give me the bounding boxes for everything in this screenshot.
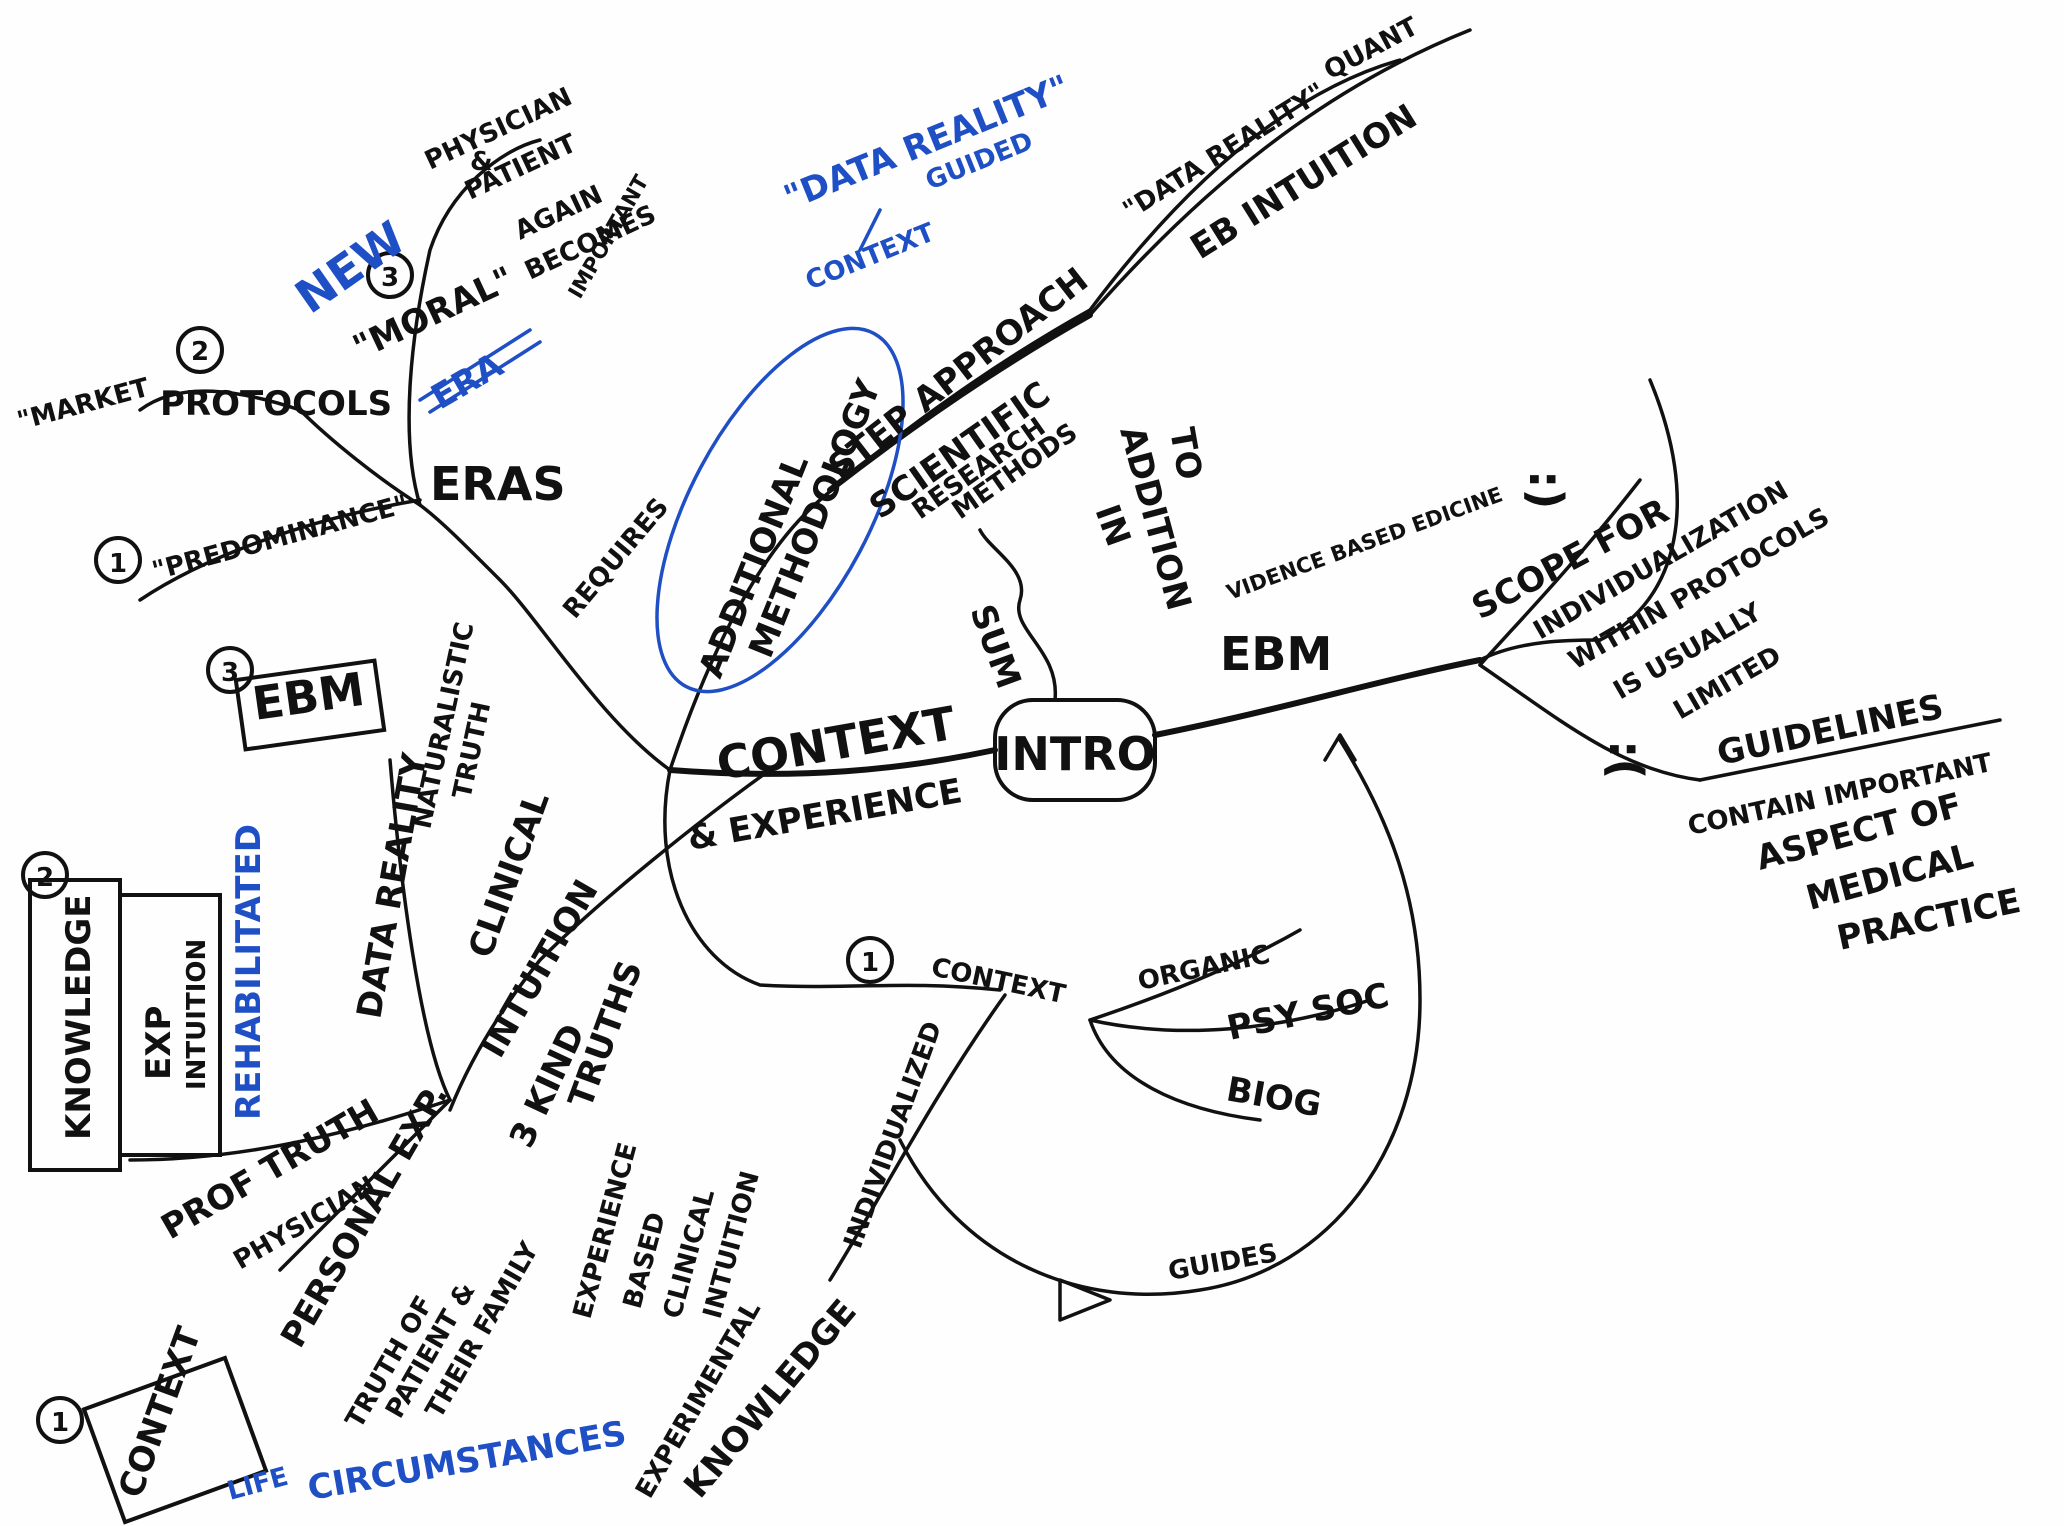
sad-face-icon: :( — [1599, 740, 1653, 779]
new-label: NEW — [285, 211, 415, 324]
eras-label: ERAS — [430, 457, 566, 511]
era-one-circle — [94, 536, 142, 584]
predominance-label: "PREDOMINANCE" — [149, 490, 411, 587]
moral-line — [407, 138, 542, 507]
intuition-label: INTUITION — [182, 939, 212, 1090]
ebm-box-number: 3 — [221, 658, 239, 688]
exp-intuition-box — [118, 893, 222, 1157]
guides-curve-line — [898, 738, 1422, 1297]
ebm-box-label: EBM — [249, 662, 368, 731]
guides-label: GUIDES — [1166, 1238, 1280, 1287]
context-left-line — [448, 768, 772, 1112]
ebm-box-number-circle — [206, 646, 254, 694]
individualized-line — [828, 993, 1007, 1282]
organic-line — [1088, 928, 1302, 1022]
guides-arrow-head-icon — [1323, 733, 1357, 762]
psy-soc-label: PSY SOC — [1224, 976, 1393, 1049]
in-addition-line-1: IN — [1087, 499, 1139, 551]
step-branch-thick — [827, 312, 1093, 493]
prof-truth-line — [128, 1098, 452, 1162]
psy-soc-line — [1088, 998, 1372, 1033]
guidelines-label: GUIDELINES — [1714, 687, 1947, 774]
exp-label: EXP — [139, 1006, 179, 1080]
biog-line — [1088, 1018, 1262, 1122]
ebm-box — [233, 658, 387, 752]
knowledge-box-number-circle — [21, 851, 69, 899]
context-box-number-circle — [36, 1396, 84, 1444]
context-sub-line — [663, 768, 1002, 992]
ebm-branch-line — [1152, 657, 1483, 738]
context-sub-number-circle — [846, 936, 894, 984]
predominance-underline — [138, 498, 422, 602]
context-branch-line — [667, 747, 998, 777]
era-three-number: 3 — [381, 263, 399, 293]
life-label: LIFE — [224, 1462, 291, 1507]
circumstances-label: CIRCUMSTANCES — [305, 1413, 630, 1508]
protocols-label: PROTOCOLS — [160, 384, 392, 424]
intro-node-label: INTRO — [994, 727, 1156, 781]
era-two-number: 2 — [191, 337, 209, 367]
eb-intuition-label: EB INTUITION — [1184, 97, 1425, 268]
happy-face-icon: :) — [1519, 470, 1573, 509]
guidelines-line — [1478, 663, 1702, 782]
data-reality-line — [1088, 58, 1402, 312]
personal-exp-line — [278, 1098, 452, 1272]
guidelines-underline — [1698, 718, 2002, 782]
market-label: "MARKET — [14, 373, 153, 437]
context-sub-number: 1 — [861, 948, 879, 978]
era-three-circle — [366, 251, 414, 299]
era-double-underline — [418, 328, 542, 414]
quant-line — [1088, 28, 1472, 317]
scope-line — [1478, 478, 1642, 667]
ebm-end-line — [1478, 638, 1602, 662]
knowledge-box-label: KNOWLEDGE — [59, 895, 99, 1140]
blue-arrow-line — [858, 208, 882, 252]
additional-methodology-circle — [655, 326, 905, 694]
ebm-label: EBM — [1220, 627, 1332, 681]
organic-label: ORGANIC — [1135, 940, 1272, 997]
physician-line-2: & — [470, 147, 493, 177]
scope-right-line — [1598, 378, 1679, 642]
context-box — [81, 1355, 269, 1525]
rehabilitated-label: REHABILITATED — [229, 824, 269, 1120]
context-box-label: CONTEXT — [111, 1321, 210, 1503]
individualized-label: INDIVIDUALIZED — [838, 1018, 948, 1253]
step-branch-line — [668, 308, 1092, 772]
guides-arrow-triangle-icon — [1058, 1278, 1112, 1322]
knowledge-box-number: 2 — [36, 863, 54, 893]
quant-label: QUANT — [1319, 12, 1423, 87]
era-one-number: 1 — [109, 549, 127, 579]
data-reality-left-line — [388, 758, 452, 1102]
eras-branch-line — [418, 503, 672, 772]
ebm-sublabel: VIDENCE BASED EDICINE — [1224, 482, 1506, 604]
in-addition-line-3: TO — [1161, 425, 1209, 483]
protocols-underline — [138, 389, 302, 412]
context-box-number: 1 — [51, 1408, 69, 1438]
era-two-circle — [176, 326, 224, 374]
protocols-line — [298, 408, 422, 507]
sum-squiggle-line — [978, 528, 1057, 702]
